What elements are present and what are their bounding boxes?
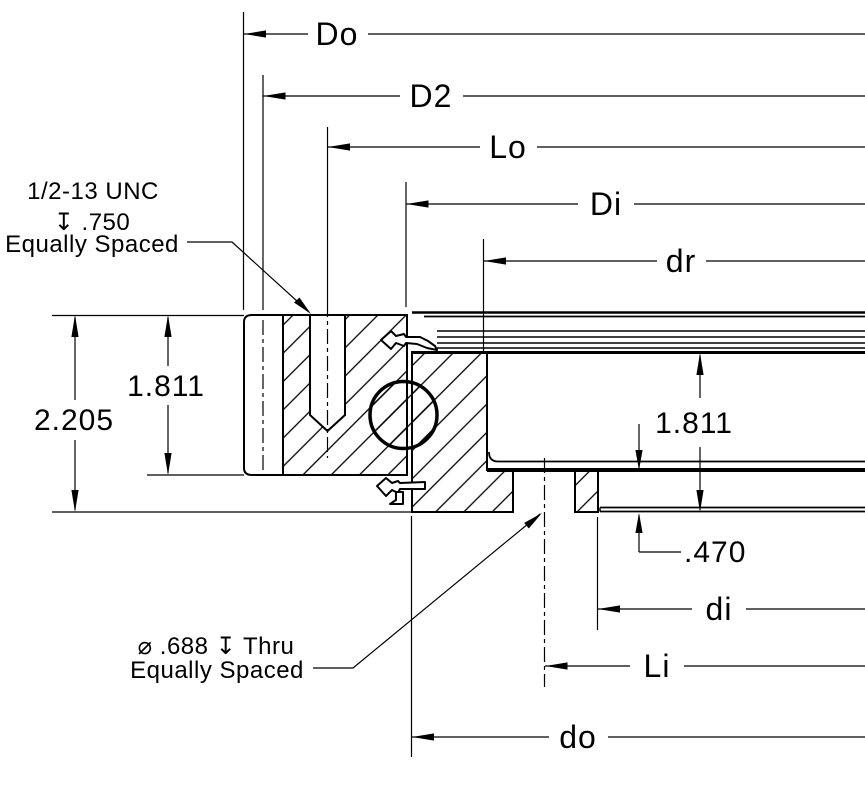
leader-lines (187, 241, 542, 669)
extension-lines (52, 12, 599, 757)
dim-label-di: di (706, 591, 733, 627)
through-hole-leader-arrow (524, 513, 542, 529)
dim-label-Li: Li (644, 648, 671, 684)
dim-label-D2: D2 (410, 78, 453, 114)
section-geometry (243, 314, 599, 513)
dim-label-Lo: Lo (489, 129, 527, 165)
note-through-hole-line2: Equally Spaced (130, 657, 304, 684)
dim-value-inner-ring-height: 1.811 (655, 407, 733, 440)
tapped-hole-leader (187, 241, 310, 313)
dim-label-dr: dr (666, 243, 696, 279)
annotations: Do D2 Lo Di dr di Li do 2.205 1.811 1.81… (5, 16, 746, 755)
bearing-ball (368, 379, 439, 451)
note-tapped-hole-line1: 1/2-13 UNC (27, 178, 159, 205)
dim-value-flange-thickness: .470 (684, 536, 746, 569)
top-seal (380, 330, 438, 351)
bottom-seal-stem (389, 491, 404, 505)
note-tapped-hole-line2: ↧ .750 (54, 209, 131, 236)
tapped-hole (309, 314, 346, 433)
dim-value-overall-height: 2.205 (34, 404, 114, 437)
tapped-hole-leader-arrow (294, 297, 311, 314)
surface-lines (412, 311, 865, 513)
dim-value-outer-ring-height: 1.811 (127, 370, 205, 403)
dim-label-Di: Di (590, 186, 622, 222)
note-through-hole-line1: ⌀ .688 ↧ Thru (138, 633, 295, 660)
dimension-lines (71, 30, 865, 741)
through-hole-leader (313, 513, 541, 669)
note-tapped-hole-line3: Equally Spaced (5, 231, 179, 258)
bottom-seal (376, 477, 426, 497)
dim-label-Do: Do (316, 16, 359, 52)
dim-label-do: do (559, 719, 597, 755)
